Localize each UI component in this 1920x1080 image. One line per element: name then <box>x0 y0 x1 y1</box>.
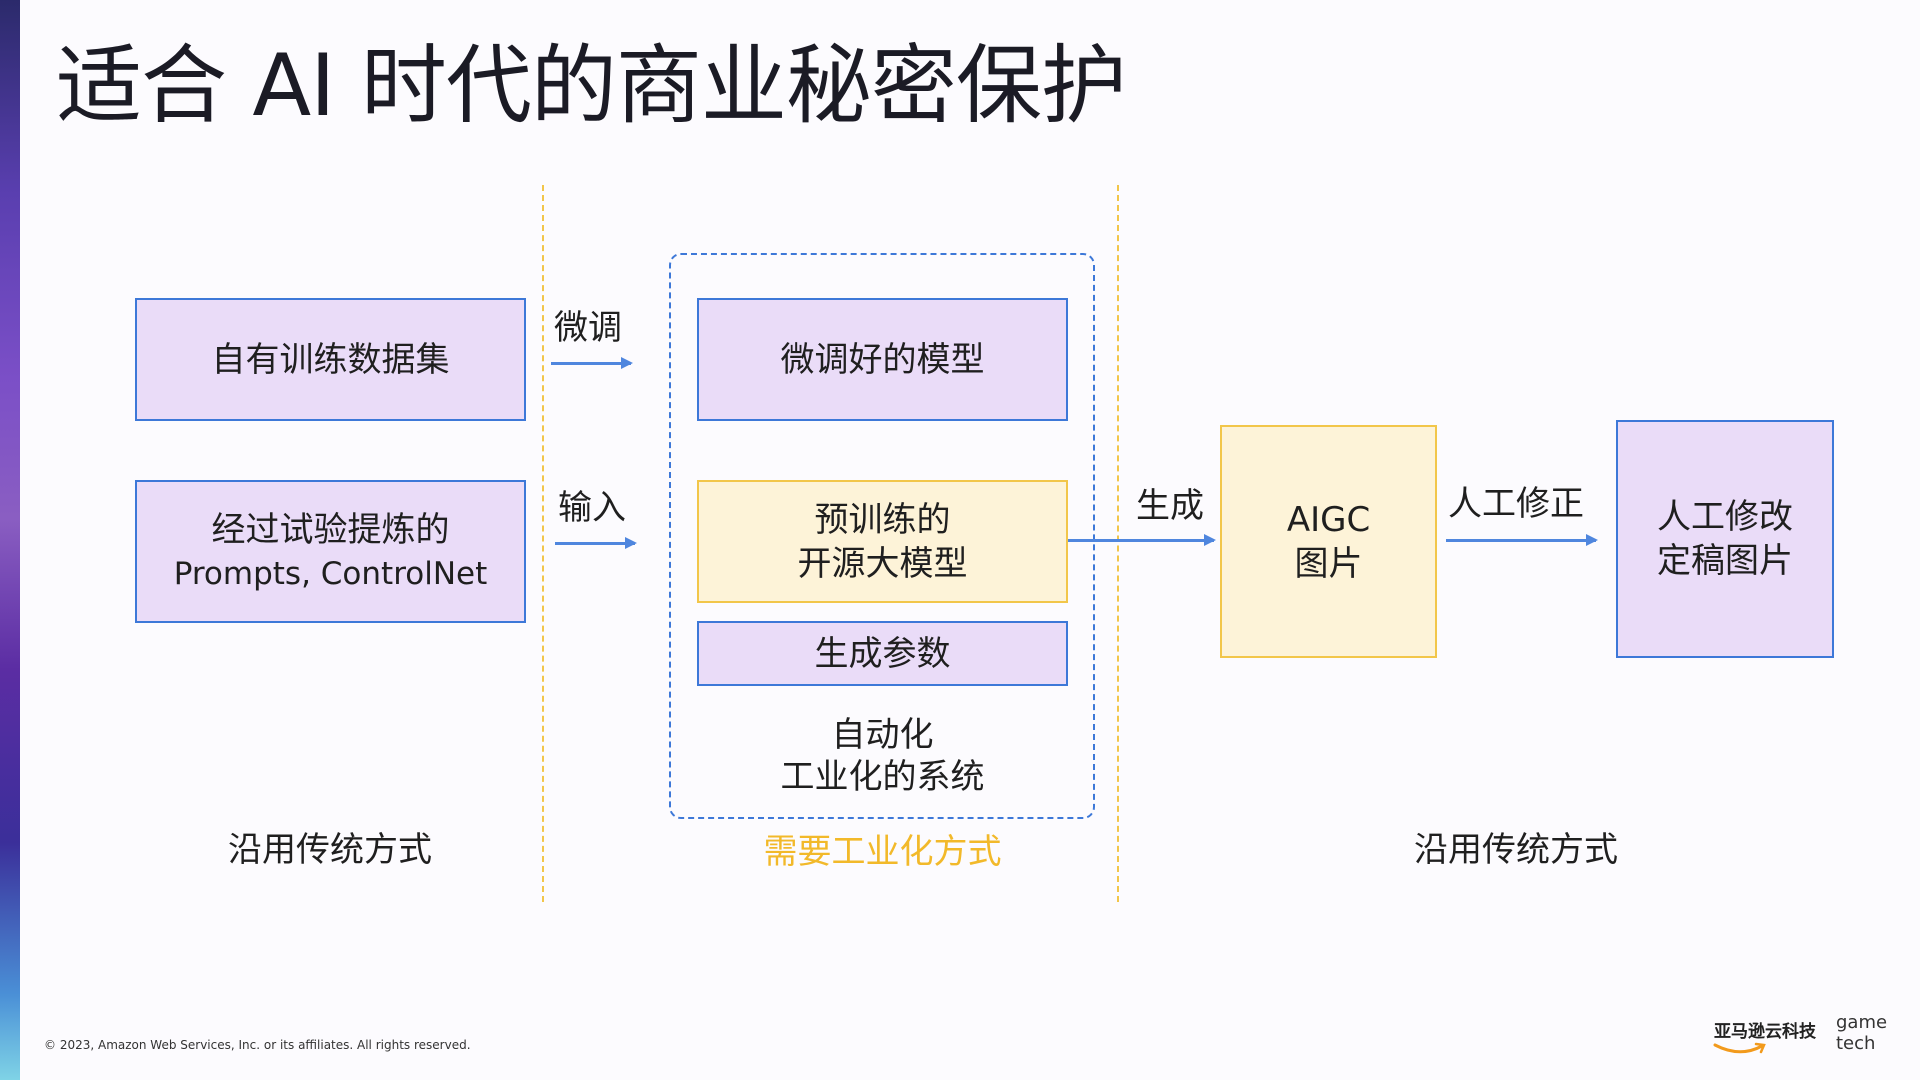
logo-game-tech: game tech <box>1836 1012 1887 1054</box>
logo-game-line1: game <box>1836 1012 1888 1033</box>
separator-left <box>542 185 544 902</box>
logo-cn-text: 亚马逊云科技 <box>1714 1022 1816 1042</box>
automated-system-frame <box>669 253 1095 819</box>
copyright-text: © 2023, Amazon Web Services, Inc. or its… <box>44 1038 471 1052</box>
own-training-dataset-label: 自有训练数据集 <box>211 339 450 380</box>
final-label-line2: 定稿图片 <box>1657 541 1793 581</box>
final-label-line1: 人工修改 <box>1657 497 1793 537</box>
aigc-label-line2: 图片 <box>1294 543 1363 584</box>
aigc-image-box: AIGC 图片 <box>1220 425 1437 658</box>
input-arrow <box>555 537 637 549</box>
amazon-smile-icon <box>1713 1042 1766 1054</box>
input-label: 输入 <box>558 488 626 528</box>
pretrained-model-label-line1: 预训练的 <box>814 499 951 540</box>
finetuned-model-box: 微调好的模型 <box>697 298 1068 421</box>
manual-fix-arrow <box>1446 534 1598 546</box>
logo-game-line2: tech <box>1836 1033 1876 1054</box>
finetune-arrow <box>551 357 633 369</box>
finetune-label: 微调 <box>554 308 622 348</box>
slide-title: 适合 AI 时代的商业秘密保护 <box>56 36 1127 136</box>
decorative-side-bar <box>0 0 20 1080</box>
right-caption: 沿用传统方式 <box>1414 830 1618 870</box>
manual-fix-label: 人工修正 <box>1448 484 1584 524</box>
generate-arrow <box>1068 534 1216 546</box>
system-label-line2: 工业化的系统 <box>780 757 985 797</box>
left-caption: 沿用传统方式 <box>228 830 432 870</box>
separator-right <box>1117 185 1119 902</box>
gen-params-label: 生成参数 <box>814 633 951 674</box>
system-label-line1: 自动化 <box>831 715 934 755</box>
pretrained-model-box: 预训练的 开源大模型 <box>697 480 1068 603</box>
prompts-label-line2: Prompts, ControlNet <box>173 555 488 592</box>
final-image-box: 人工修改 定稿图片 <box>1616 420 1834 658</box>
aigc-label-line1: AIGC <box>1286 499 1371 540</box>
generate-label: 生成 <box>1136 486 1204 526</box>
finetuned-model-label: 微调好的模型 <box>780 339 985 380</box>
pretrained-model-label-line2: 开源大模型 <box>797 543 968 584</box>
own-training-dataset-box: 自有训练数据集 <box>135 298 526 421</box>
gen-params-box: 生成参数 <box>697 621 1068 686</box>
middle-caption: 需要工业化方式 <box>763 832 1002 872</box>
prompts-box: 经过试验提炼的 Prompts, ControlNet <box>135 480 526 623</box>
prompts-label-line1: 经过试验提炼的 <box>211 509 450 550</box>
